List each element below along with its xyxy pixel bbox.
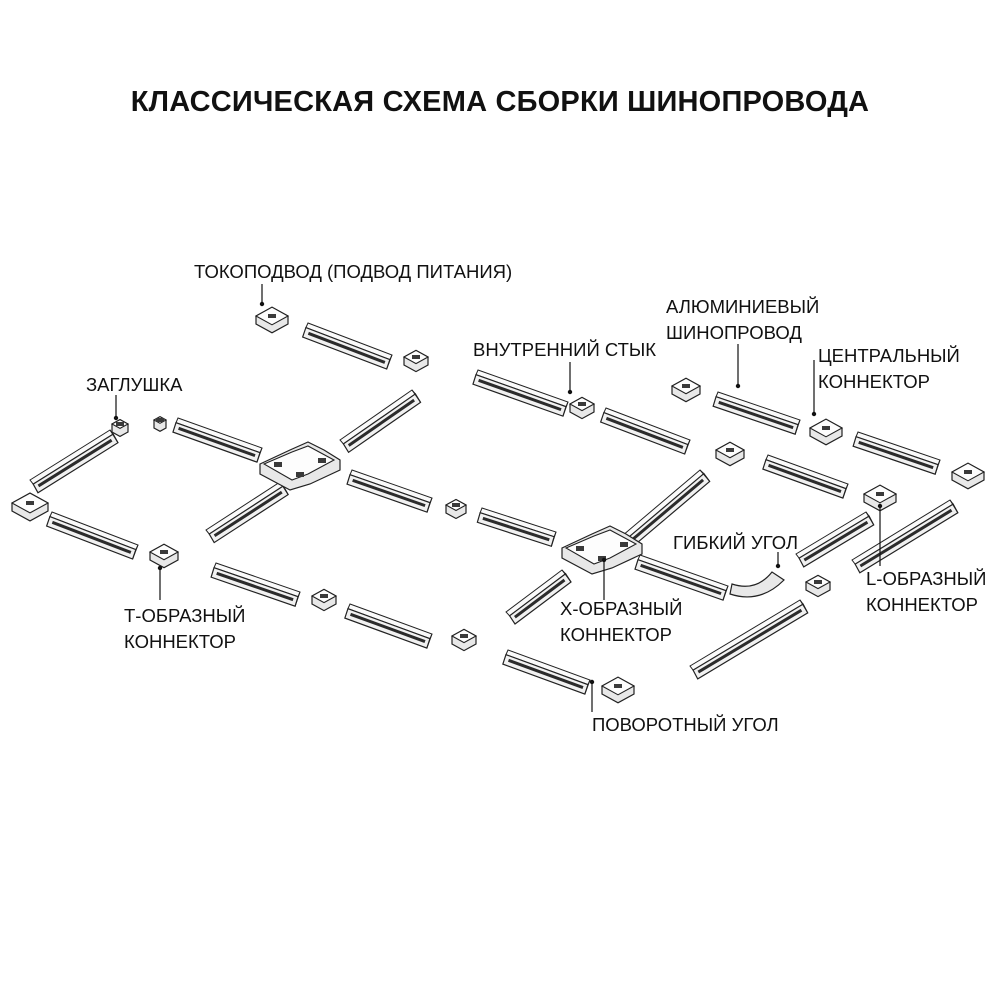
inner-joint-mid <box>444 498 468 520</box>
rail-diag-1 <box>339 389 422 454</box>
label-t-connector-line1: Т-ОБРАЗНЫЙ <box>124 605 245 626</box>
track-parts-layer <box>10 306 986 704</box>
power-feed-right <box>670 377 702 403</box>
leader-dot <box>877 503 883 509</box>
corner-right <box>950 462 986 490</box>
t-connector-right <box>714 441 746 467</box>
corner-left <box>10 492 50 522</box>
end-cap <box>110 418 130 438</box>
power-feed-connector <box>254 306 290 334</box>
t-connector-low <box>450 628 478 652</box>
label-end-cap: ЗАГЛУШКА <box>86 374 183 395</box>
x-connector-right <box>561 525 643 575</box>
label-t-connector-line2: КОННЕКТОР <box>124 631 236 652</box>
label-power-feed: ТОКОПОДВОД (ПОДВОД ПИТАНИЯ) <box>194 261 512 282</box>
leader-dot <box>601 557 607 563</box>
leader-dot <box>775 563 781 569</box>
leader-dot <box>157 565 163 571</box>
rail-diag-5 <box>795 511 875 568</box>
rail-diag-3 <box>505 569 572 625</box>
rail-low-2 <box>210 562 301 607</box>
label-x-connector-line2: КОННЕКТОР <box>560 624 672 645</box>
leader-dot <box>811 411 817 417</box>
flexible-corner-part <box>729 571 785 598</box>
t-connector-left <box>148 543 180 569</box>
rail-upper-right-2 <box>852 431 941 475</box>
rail-mid-1 <box>172 417 263 463</box>
label-l-connector-line1: L-ОБРАЗНЫЙ <box>866 568 986 589</box>
rail-mid-4 <box>634 554 729 601</box>
rail-left-edge <box>29 429 119 494</box>
rail-low-1 <box>45 511 139 560</box>
rail-diag-7 <box>851 499 959 574</box>
label-central-connector-line2: КОННЕКТОР <box>818 371 930 392</box>
inner-joint-low <box>310 588 338 612</box>
label-aluminum-track-line1: АЛЮМИНИЕВЫЙ <box>666 296 819 317</box>
rail-top-2 <box>472 369 569 417</box>
leader-dot <box>113 415 119 421</box>
inner-joint-right <box>804 574 832 598</box>
leader-dot <box>735 383 741 389</box>
label-rotary-corner: ПОВОРОТНЫЙ УГОЛ <box>592 714 779 735</box>
t-connector-top <box>402 349 430 373</box>
rail-top-3 <box>599 407 691 455</box>
label-central-connector-line1: ЦЕНТРАЛЬНЫЙ <box>818 345 960 366</box>
rail-low-3 <box>344 603 433 649</box>
rail-low-4 <box>502 649 591 695</box>
label-flexible-corner: ГИБКИЙ УГОЛ <box>673 532 798 553</box>
labels: ТОКОПОДВОД (ПОДВОД ПИТАНИЯ) ЗАГЛУШКА ВНУ… <box>86 261 986 735</box>
rail-mid-2 <box>346 469 433 513</box>
label-x-connector-line1: Х-ОБРАЗНЫЙ <box>560 598 682 619</box>
rotary-corner <box>600 676 636 704</box>
label-aluminum-track-line2: ШИНОПРОВОД <box>666 322 802 343</box>
rail-top-1 <box>301 322 393 370</box>
leader-lines <box>113 284 883 712</box>
label-l-connector-line2: КОННЕКТОР <box>866 594 978 615</box>
leader-dot <box>589 679 595 685</box>
inner-joint-connector <box>568 396 596 420</box>
rail-diag-2 <box>205 481 289 544</box>
page-title: КЛАССИЧЕСКАЯ СХЕМА СБОРКИ ШИНОПРОВОДА <box>130 86 870 118</box>
leader-dot <box>259 301 265 307</box>
rail-upper-right-1 <box>712 391 801 435</box>
end-cap-2 <box>152 416 168 432</box>
rail-diag-6 <box>689 599 809 680</box>
central-connector <box>808 418 844 446</box>
rail-mid-3 <box>476 507 557 548</box>
x-connector-left <box>259 441 341 491</box>
l-connector <box>862 484 898 512</box>
label-inner-joint: ВНУТРЕННИЙ СТЫК <box>473 339 656 360</box>
leader-dot <box>567 389 573 395</box>
rail-top-4 <box>762 454 849 499</box>
